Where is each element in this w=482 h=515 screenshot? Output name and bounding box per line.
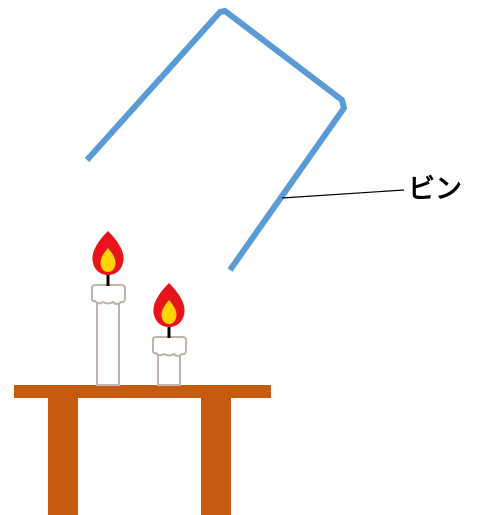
label-leader-line bbox=[281, 189, 405, 199]
candle-icon bbox=[91, 231, 126, 386]
flame-icon bbox=[153, 283, 185, 327]
table-top bbox=[14, 385, 271, 398]
candle-icon bbox=[152, 283, 187, 386]
jar-label: ビン bbox=[408, 174, 462, 205]
table-leg-left bbox=[48, 398, 78, 515]
flame-icon bbox=[92, 231, 124, 275]
candle-top bbox=[152, 336, 187, 357]
table-leg-right bbox=[201, 398, 231, 515]
candle-top bbox=[91, 284, 126, 305]
table-icon bbox=[14, 385, 271, 515]
candle-body bbox=[96, 297, 120, 386]
jar-outline bbox=[84, 8, 347, 272]
